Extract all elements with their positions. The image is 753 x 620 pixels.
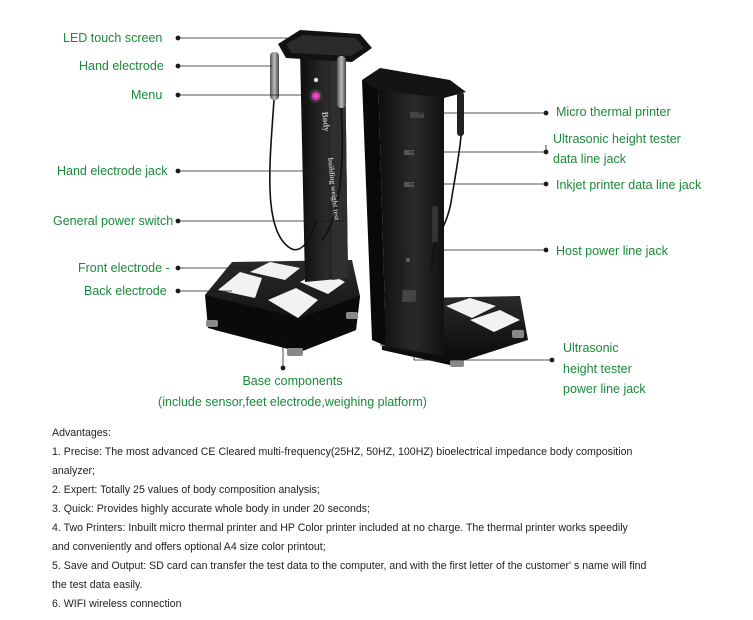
label-ultrasonic-power-2: height tester [563, 362, 632, 376]
label-hand-electrode-jack: Hand electrode jack [57, 164, 168, 178]
label-base-components: Base components [242, 374, 343, 388]
advantage-line: and conveniently and offers optional A4 … [52, 541, 326, 553]
advantage-line: 6. WIFI wireless connection [52, 598, 182, 610]
label-host-power-jack: Host power line jack [556, 244, 668, 258]
rear-device [362, 68, 528, 367]
label-menu: Menu [131, 88, 163, 102]
label-micro-thermal-printer: Micro thermal printer [556, 105, 671, 119]
front-device [205, 30, 372, 356]
advantage-line: 3. Quick: Provides highly accurate whole… [52, 503, 370, 515]
label-led-touch-screen: LED touch screen [63, 31, 163, 45]
label-ultrasonic-power-1: Ultrasonic [563, 341, 619, 355]
device-brand: Body [320, 111, 332, 132]
printer-slot [410, 112, 424, 118]
right-hand-electrode [337, 56, 346, 108]
advantage-line: 1. Precise: The most advanced CE Cleared… [52, 446, 633, 458]
advantage-line: 4. Two Printers: Inbuilt micro thermal p… [52, 522, 628, 534]
back-electrode-plate [218, 272, 262, 298]
advantage-line: 2. Expert: Totally 25 values of body com… [52, 484, 320, 496]
front-electrode-plate [250, 262, 300, 280]
label-inkjet-printer-jack: Inkjet printer data line jack [556, 178, 702, 192]
advantages-heading: Advantages: [52, 427, 111, 439]
advantage-line: 5. Save and Output: SD card can transfer… [52, 560, 647, 572]
label-hand-electrode: Hand electrode [79, 59, 164, 73]
label-ultrasonic-data-1: Ultrasonic height tester [553, 132, 681, 146]
advantage-line: analyzer; [52, 465, 95, 477]
label-base-components-detail: (include sensor,feet electrode,weighing … [158, 395, 427, 409]
label-front-electrode: Front electrode - [78, 261, 170, 275]
label-back-electrode: Back electrode [84, 284, 167, 298]
led-touch-screen [286, 35, 364, 56]
leader-lines [175, 35, 555, 371]
label-general-power-switch: General power switch [53, 214, 174, 228]
label-ultrasonic-data-2: data line jack [553, 152, 626, 166]
left-hand-electrode [270, 52, 279, 100]
advantage-line: the test data easily. [52, 579, 143, 591]
device-diagram: Body building weight test [175, 30, 555, 371]
label-ultrasonic-power-3: power line jack [563, 382, 646, 396]
advantages-section: Advantages: 1. Precise: The most advance… [52, 424, 742, 614]
